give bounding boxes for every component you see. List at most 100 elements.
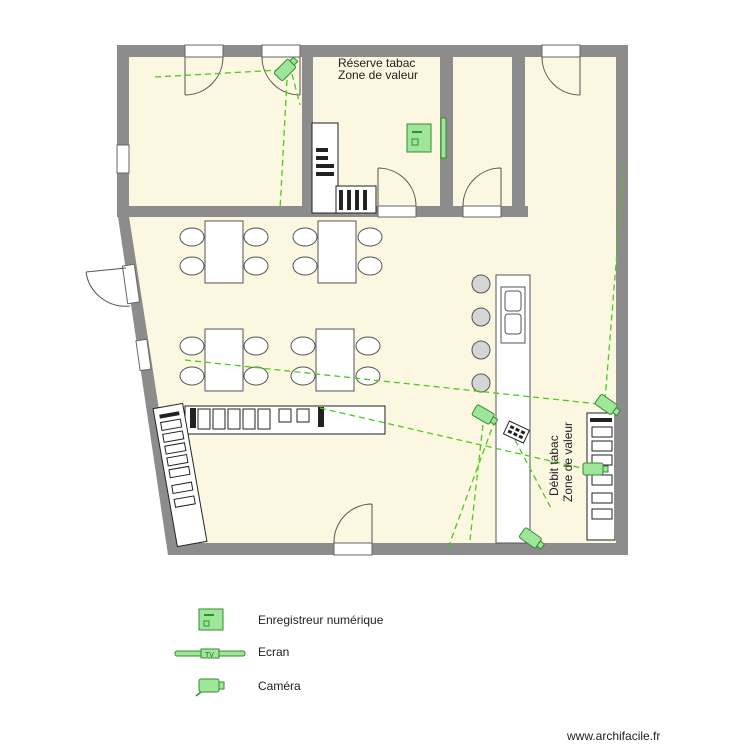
chair [243,366,269,386]
shelf-item [591,474,613,486]
camera-icon [582,462,609,476]
shelf-slanted [152,402,208,548]
legend-camera-label: Caméra [258,679,301,693]
shelf-item [227,408,241,430]
shelf-item [171,481,194,495]
shelf-item [355,190,359,210]
shelf-item [318,407,324,427]
bar-stool [471,274,491,294]
cable [319,407,591,471]
cable [447,419,496,549]
chair [357,256,383,276]
cable [291,73,301,106]
chair [292,227,318,247]
shelf-item [160,418,183,432]
shelf-item [197,408,211,430]
door-swing-top-left-2 [261,56,301,96]
bar-stool [471,340,491,360]
shelf-item [591,492,613,504]
wall-right [616,45,628,555]
shelf-item [162,430,185,443]
room-label-debit-line2: Zone de valeur [561,422,575,502]
floor-room-top-left [128,57,303,207]
table-4 [315,328,355,392]
shelving [152,122,616,548]
window-left-2 [135,338,152,372]
recorder-icon [198,608,224,631]
wall-bottom [168,543,628,555]
shelf-item [164,442,187,455]
chair [355,366,381,386]
watermark: www.archifacile.fr [566,729,660,743]
table-3 [204,328,244,392]
door-swing-top-right [541,56,581,96]
chair [290,336,316,356]
door-top-left-2 [261,44,301,58]
camera-icon [471,404,499,426]
screen-tag: TV [205,652,214,659]
window-left [116,144,130,174]
shelf-item [278,408,292,423]
shelf-item [190,408,196,428]
door-small-room [462,205,502,218]
chair [179,336,205,356]
chair [179,366,205,386]
cash-register-icon [502,420,531,444]
devices [274,56,621,550]
door-swing-reserve [377,167,417,207]
camera-icon [274,56,299,81]
table-1 [204,220,244,284]
shelf-item [212,408,226,430]
cable [279,79,288,211]
floor-room-top-right [525,57,617,222]
floors [128,57,617,545]
shelf-item [159,411,180,419]
legend: Enregistreur numérique TV Ecran Caméra [174,608,384,697]
wall-top-left-side [117,45,129,217]
door-top-left [184,44,224,58]
shelf-item [173,495,196,508]
door-swing-bottom [333,503,373,544]
wall-partition-3 [512,45,525,217]
cable [154,69,281,78]
chair [179,227,205,247]
chair [357,227,383,247]
table-2 [317,220,357,284]
shelf-item [296,408,310,423]
shelf-item [316,148,328,152]
bar-stool [471,373,491,393]
legend-recorder-label: Enregistreur numérique [258,613,384,627]
recorder-icon [406,117,447,159]
camera-icon [519,527,546,550]
shelf-item [168,465,191,479]
room-labels: Réserve tabac Zone de valeur Débit tabac… [338,56,575,502]
door-reserve [377,205,417,218]
seating [179,220,383,392]
wall-top [117,45,628,57]
door-top-right [541,44,581,58]
room-label-reserve-line1: Réserve tabac [338,56,415,70]
sink-basin [504,313,522,335]
chair [179,256,205,276]
door-swing-small-room [462,167,502,207]
door-bottom [333,542,373,556]
shelf-item [590,418,612,422]
shelf-item [257,408,271,430]
cable [469,414,485,541]
shelf-item [242,408,256,430]
chair [290,366,316,386]
room-label-reserve-line2: Zone de valeur [338,68,418,82]
shelf-item [316,156,328,160]
chair [243,256,269,276]
cable [184,359,609,406]
shelf-item [591,440,613,452]
shelf-item [316,164,334,168]
openings [85,44,581,556]
chair [292,256,318,276]
bar-counter [471,274,531,544]
wall-partition-1 [302,45,313,217]
chair [243,336,269,356]
cable [514,439,553,511]
chair [243,227,269,247]
